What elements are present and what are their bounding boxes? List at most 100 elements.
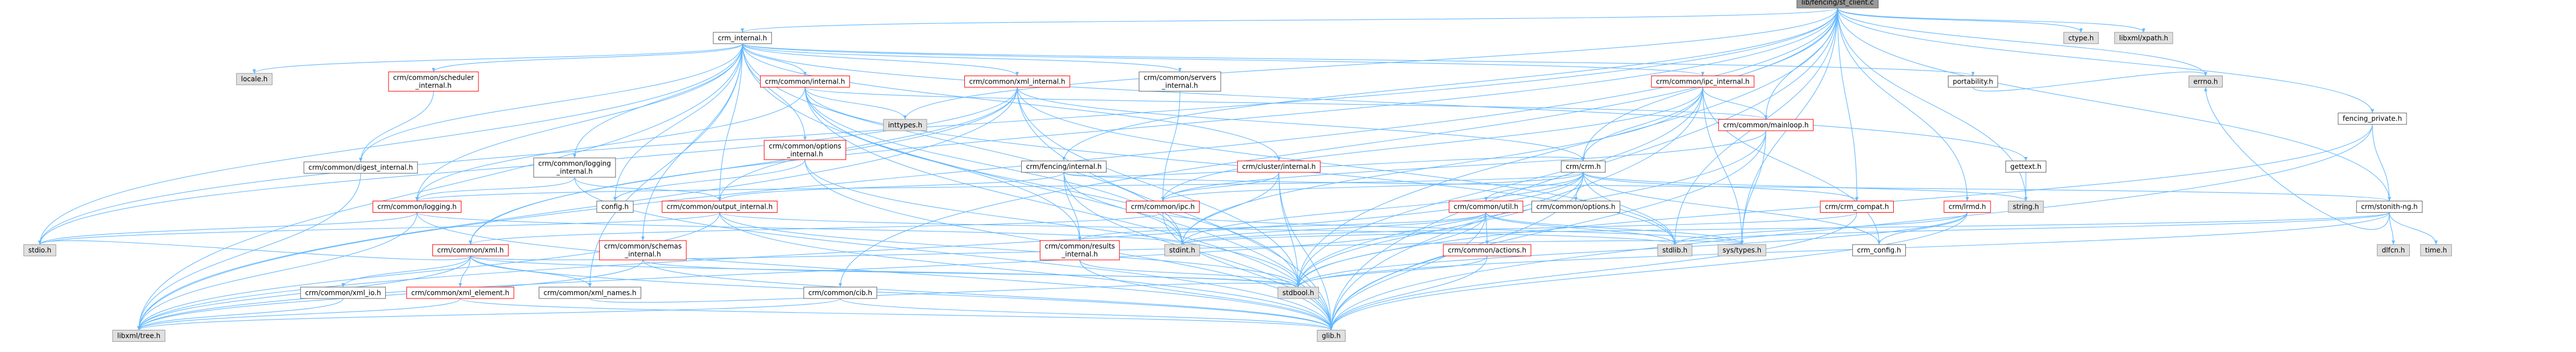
node-lrmd[interactable]: crm/lrmd.h [1943,201,1991,213]
node-cib-h[interactable]: crm/common/cib.h [803,287,877,299]
node-label: portability.h [1952,77,1993,85]
node-box [2377,244,2410,256]
node-label: crm/lrmd.h [1948,203,1986,211]
node-label: crm/common/xml_io.h [305,289,381,297]
node-cluster-internal[interactable]: crm/cluster/internal.h [1237,160,1321,173]
node-label: errno.h [2194,77,2218,85]
edge-crm-h-to-stdint [1180,172,1584,245]
edge-logging-internal-to-output-internal [574,177,721,201]
node-scheduler-internal[interactable]: crm/common/scheduler_internal.h [388,71,479,92]
node-actions-h[interactable]: crm/common/actions.h [1443,244,1531,256]
node-label: _internal.h [1161,81,1198,89]
edge-crm-internal-to-cluster-internal [742,43,1281,161]
node-output-internal[interactable]: crm/common/output_internal.h [662,201,778,213]
node-options-internal[interactable]: crm/common/options_internal.h [763,140,847,160]
edge-output-internal-to-stdlib [719,212,1677,245]
node-logging-internal[interactable]: crm/common/logging_internal.h [533,158,616,178]
node-stonith-ng[interactable]: crm/stonith-ng.h [2356,201,2423,213]
node-results-internal[interactable]: crm/common/results_internal.h [1039,240,1120,260]
edge-xml-h-to-xml-io [341,255,471,288]
node-box [713,32,772,44]
node-xml-names[interactable]: crm/common/xml_names.h [538,287,642,299]
node-label: stdint.h [1169,246,1195,254]
edge-cib-h-to-libxml-tree [137,298,841,331]
edge-output-internal-to-stdbool [719,212,1300,287]
node-box [112,330,166,342]
node-box [1448,201,1524,213]
node-dlfcn: dlfcn.h [2377,244,2410,256]
edge-stonith-ng-to-stdint [1180,212,2390,245]
edge-crm-h-to-string [1583,172,2028,201]
edge-portability-to-errno [1972,72,2207,92]
node-options-h[interactable]: crm/common/options.h [1531,201,1620,213]
node-ipc-h[interactable]: crm/common/ipc.h [1126,201,1200,213]
node-label: locale.h [241,75,268,83]
node-fencing-internal[interactable]: crm/fencing/internal.h [1021,160,1107,173]
node-xml-h[interactable]: crm/common/xml.h [432,244,509,256]
edge-schemas-internal-to-glib [642,259,1333,330]
edge-xml-h-to-glib [470,255,1333,330]
edge-crm-internal-to-output-internal [718,43,743,201]
node-xml-element[interactable]: crm/common/xml_element.h [406,287,514,299]
edge-stonith-ng-to-stdlib [1673,212,2390,245]
node-root[interactable]: lib/fencing/st_client.c [1796,0,1879,9]
edge-stonith-ng-to-time-h [2389,212,2438,245]
node-crm-config[interactable]: crm_config.h [1852,244,1906,256]
node-fencing-private[interactable]: fencing_private.h [2338,113,2407,125]
edge-xml-internal-to-crm-h [1017,87,1585,161]
edge-actions-h-to-glib [1330,256,1488,330]
node-portability[interactable]: portability.h [1947,75,1999,88]
node-box [432,244,509,256]
edge-xml-internal-to-libxml-tree [137,87,1018,330]
dependency-edges [38,7,2438,331]
edge-ipc-h-to-sys-types [1162,212,1744,245]
node-box [1277,287,1319,299]
node-label: stdbool.h [1282,289,1314,297]
node-label: lib/fencing/st_client.c [1801,0,1873,6]
node-ipc-internal[interactable]: crm/common/ipc_internal.h [1651,75,1755,88]
node-box [1561,160,1606,173]
edge-root-to-stonith-ng [1837,8,2391,201]
node-label: config.h [601,203,629,211]
node-label: crm/common/xml_names.h [543,289,636,297]
node-label: _internal.h [415,81,451,89]
node-libxml-xpath: libxml/xpath.h [2114,32,2173,44]
node-label: crm/cluster/internal.h [1242,163,1315,171]
edge-lrmd-to-stdlib [1673,212,1968,245]
node-box [1852,244,1906,256]
node-box [763,140,847,160]
edge-fencing-internal-to-results-internal [1063,172,1081,241]
edge-root-to-libxml-xpath [1837,7,2145,33]
node-box [538,287,642,299]
node-logging-h[interactable]: crm/common/logging.h [372,201,462,213]
node-config-h[interactable]: config.h [596,201,634,213]
node-schemas-internal[interactable]: crm/common/schemas_internal.h [599,240,687,260]
edge-root-to-lrmd [1837,8,1969,201]
node-xml-internal[interactable]: crm/common/xml_internal.h [964,75,1070,88]
edge-ipc-h-to-xml-h [469,212,1163,245]
edge-xml-internal-to-stdlib [1017,87,1677,245]
edge-root-to-ctype [1837,7,2083,33]
node-box [1021,160,1107,173]
node-box [803,287,877,299]
node-digest-internal[interactable]: crm/common/digest_internal.h [303,161,418,174]
node-xml-io[interactable]: crm/common/xml_io.h [300,287,386,299]
edge-crm-h-to-options-h [1574,172,1584,201]
node-util-h[interactable]: crm/common/util.h [1448,201,1524,213]
node-gettext[interactable]: gettext.h [2005,160,2046,173]
node-servers-internal[interactable]: crm/common/servers_internal.h [1138,71,1221,92]
node-crm-h[interactable]: crm/crm.h [1561,160,1606,173]
edge-xml-element-to-libxml-tree [137,298,461,330]
node-common-internal[interactable]: crm/common/internal.h [760,75,850,88]
node-label: crm/common/output_internal.h [667,203,773,211]
node-label: crm/common/schemas [604,242,682,250]
edge-crm-h-to-crm-config [1583,172,1881,245]
node-box [303,161,418,174]
node-crm-internal[interactable]: crm_internal.h [713,32,772,44]
node-crm-compat[interactable]: crm/crm_compat.h [1820,201,1894,213]
node-box [1443,244,1531,256]
edge-xml-internal-to-output-internal [718,87,1018,201]
node-label: dlfcn.h [2382,246,2405,254]
node-label: crm_internal.h [718,34,767,42]
node-mainloop[interactable]: crm/common/mainloop.h [1718,119,1814,131]
